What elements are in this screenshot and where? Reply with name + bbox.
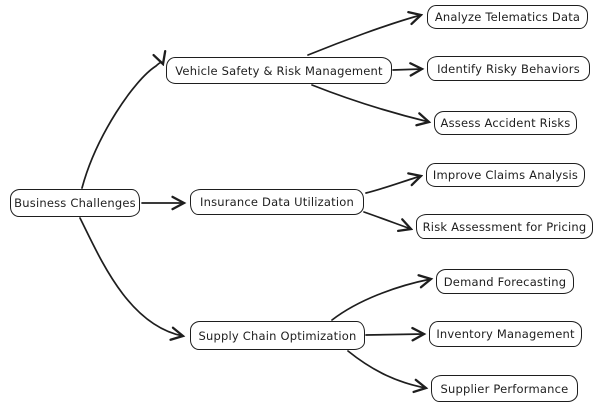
node-demand-forecasting[interactable]: Demand Forecasting	[436, 269, 574, 294]
edge-insurance-improve	[365, 176, 421, 194]
edge-insurance-riskprice	[363, 211, 411, 229]
node-supply-chain-optimization[interactable]: Supply Chain Optimization	[190, 321, 365, 350]
node-assess-accident-risks[interactable]: Assess Accident Risks	[434, 111, 577, 135]
node-analyze-telematics-data[interactable]: Analyze Telematics Data	[427, 5, 588, 29]
edge-supply-supplier	[347, 350, 426, 388]
node-identify-risky-behaviors[interactable]: Identify Risky Behaviors	[427, 56, 590, 81]
node-vehicle-safety-risk-management[interactable]: Vehicle Safety & Risk Management	[166, 57, 392, 84]
edge-vehicle-assess	[311, 84, 429, 122]
edge-root-vehicle	[81, 63, 163, 189]
edge-supply-inventory	[365, 334, 424, 335]
edge-vehicle-analyze	[307, 15, 421, 56]
edge-vehicle-identify	[392, 69, 422, 70]
node-inventory-management[interactable]: Inventory Management	[429, 321, 582, 347]
node-business-challenges[interactable]: Business Challenges	[10, 189, 140, 217]
edge-supply-demand	[331, 279, 431, 321]
node-improve-claims-analysis[interactable]: Improve Claims Analysis	[426, 163, 585, 187]
node-insurance-data-utilization[interactable]: Insurance Data Utilization	[190, 189, 364, 215]
node-risk-assessment-for-pricing[interactable]: Risk Assessment for Pricing	[416, 214, 593, 239]
edge-root-supply	[79, 217, 183, 336]
node-supplier-performance[interactable]: Supplier Performance	[431, 375, 578, 402]
